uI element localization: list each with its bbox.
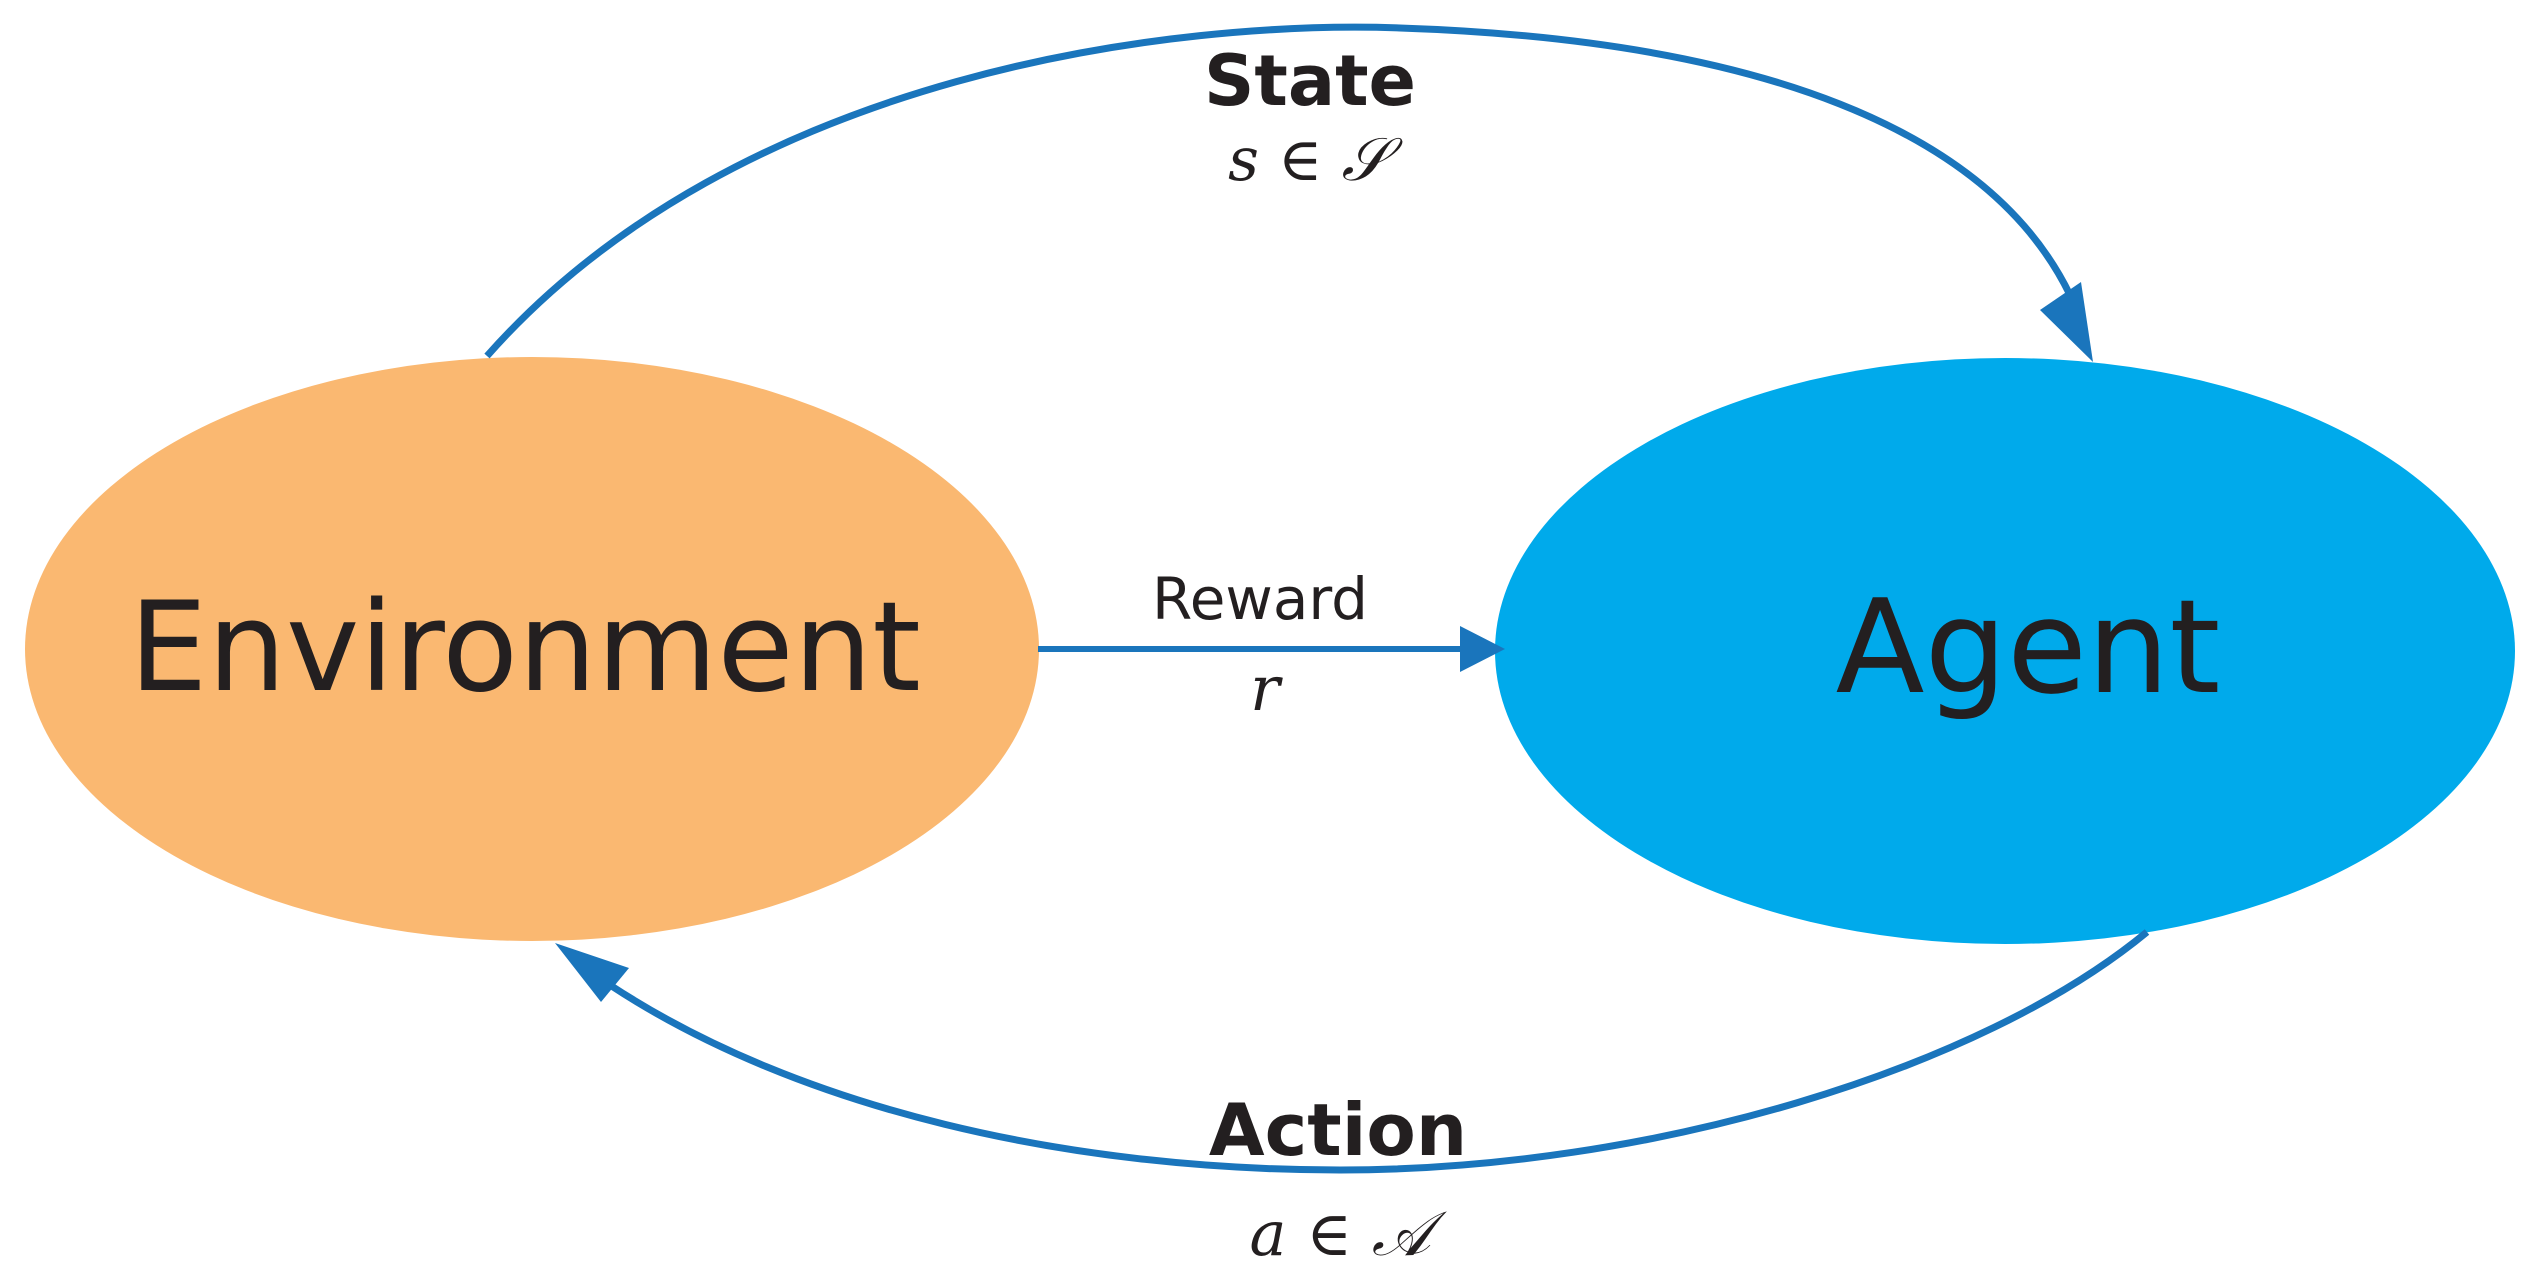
action-arrow-line <box>608 929 2150 1174</box>
environment-label: Environment <box>129 576 921 720</box>
state-arrow-line <box>484 23 2074 359</box>
environment-node: Environment <box>25 357 1039 941</box>
action-edge: Action a ∈ 𝒜 <box>555 929 2150 1270</box>
state-math: s ∈ 𝒮 <box>1228 125 1403 195</box>
state-title: State <box>1204 40 1416 122</box>
state-arrowhead <box>2040 282 2093 362</box>
action-title: Action <box>1209 1088 1467 1172</box>
action-arrowhead <box>555 943 629 1002</box>
reward-arrowhead <box>1460 626 1505 672</box>
reward-math: r <box>1250 652 1283 725</box>
action-math: a ∈ 𝒜 <box>1250 1197 1448 1270</box>
agent-node: Agent <box>1495 358 2515 944</box>
reward-edge: Reward r <box>1038 565 1505 725</box>
agent-label: Agent <box>1836 571 2221 723</box>
environment-ellipse <box>25 357 1039 941</box>
agent-ellipse <box>1495 358 2515 944</box>
state-edge: State s ∈ 𝒮 <box>484 23 2093 362</box>
reward-title: Reward <box>1152 565 1368 633</box>
